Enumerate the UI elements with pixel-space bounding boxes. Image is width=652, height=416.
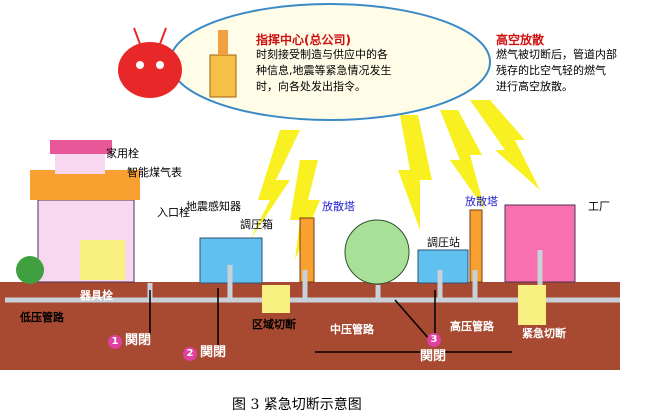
inlet-valve-label: 入口栓 bbox=[157, 206, 190, 219]
high-release-line-1: 燃气被切断后，管道内部 bbox=[496, 48, 617, 61]
command-center-line-2: 种信息,地震等紧急情况发生 bbox=[256, 64, 392, 77]
bush-icon bbox=[16, 256, 44, 284]
step-2-number: 2 bbox=[183, 347, 197, 361]
area-cut-box-icon bbox=[262, 285, 290, 313]
headquarters-building-icon bbox=[209, 30, 237, 98]
step-1-label: 関閉 bbox=[125, 333, 152, 348]
command-center-line-3: 时，向各处发出指令。 bbox=[256, 80, 366, 93]
lightning-icons bbox=[250, 100, 540, 260]
command-center-title: 指挥中心(总公司) bbox=[256, 33, 351, 47]
high-release-line-2: 残存的比空气轻的燃气 bbox=[496, 64, 606, 77]
appliance-valve-label: 器具栓 bbox=[80, 289, 113, 302]
command-center-line-1: 时刻接受制造与供应中的各 bbox=[256, 48, 388, 61]
vent-tower-2-label: 放散塔 bbox=[465, 195, 498, 208]
home-valve-label: 家用栓 bbox=[106, 147, 139, 160]
arrows bbox=[149, 288, 512, 353]
emergency-cut-label: 紧急切断 bbox=[522, 327, 566, 340]
figure-caption: 图 3 紧急切断示意图 bbox=[232, 397, 362, 413]
smart-meter-label: 智能煤气表 bbox=[127, 166, 182, 179]
step-2-label: 関閉 bbox=[200, 345, 227, 360]
gas-holder-icon bbox=[344, 219, 410, 285]
high-release-title: 高空放散 bbox=[496, 33, 545, 47]
high-release-line-3: 进行高空放散。 bbox=[496, 80, 573, 93]
mid-pipe-label: 中压管路 bbox=[330, 323, 374, 336]
regulator-station-icon bbox=[417, 249, 469, 284]
high-pipe-label: 高压管路 bbox=[450, 320, 494, 333]
low-pipe-label: 低压管路 bbox=[20, 311, 64, 324]
emergency-cut-box-icon bbox=[518, 285, 546, 325]
factory-label: 工厂 bbox=[588, 200, 610, 213]
step-3-number: 3 bbox=[427, 333, 441, 347]
vent-tower-1-label: 放散塔 bbox=[322, 200, 355, 213]
regulator-station-label: 調圧站 bbox=[427, 236, 460, 249]
seismic-sensor-label: 地震感知器 bbox=[186, 200, 241, 213]
house-icon bbox=[30, 140, 140, 283]
step-1-number: 1 bbox=[108, 335, 122, 349]
ground bbox=[0, 282, 620, 370]
step-3: 3 bbox=[427, 330, 444, 348]
regulator-box-label: 調圧箱 bbox=[240, 218, 273, 231]
step-3-label: 関閉 bbox=[420, 349, 447, 364]
area-cut-label: 区域切断 bbox=[252, 318, 296, 331]
mascot-icon bbox=[118, 27, 182, 98]
